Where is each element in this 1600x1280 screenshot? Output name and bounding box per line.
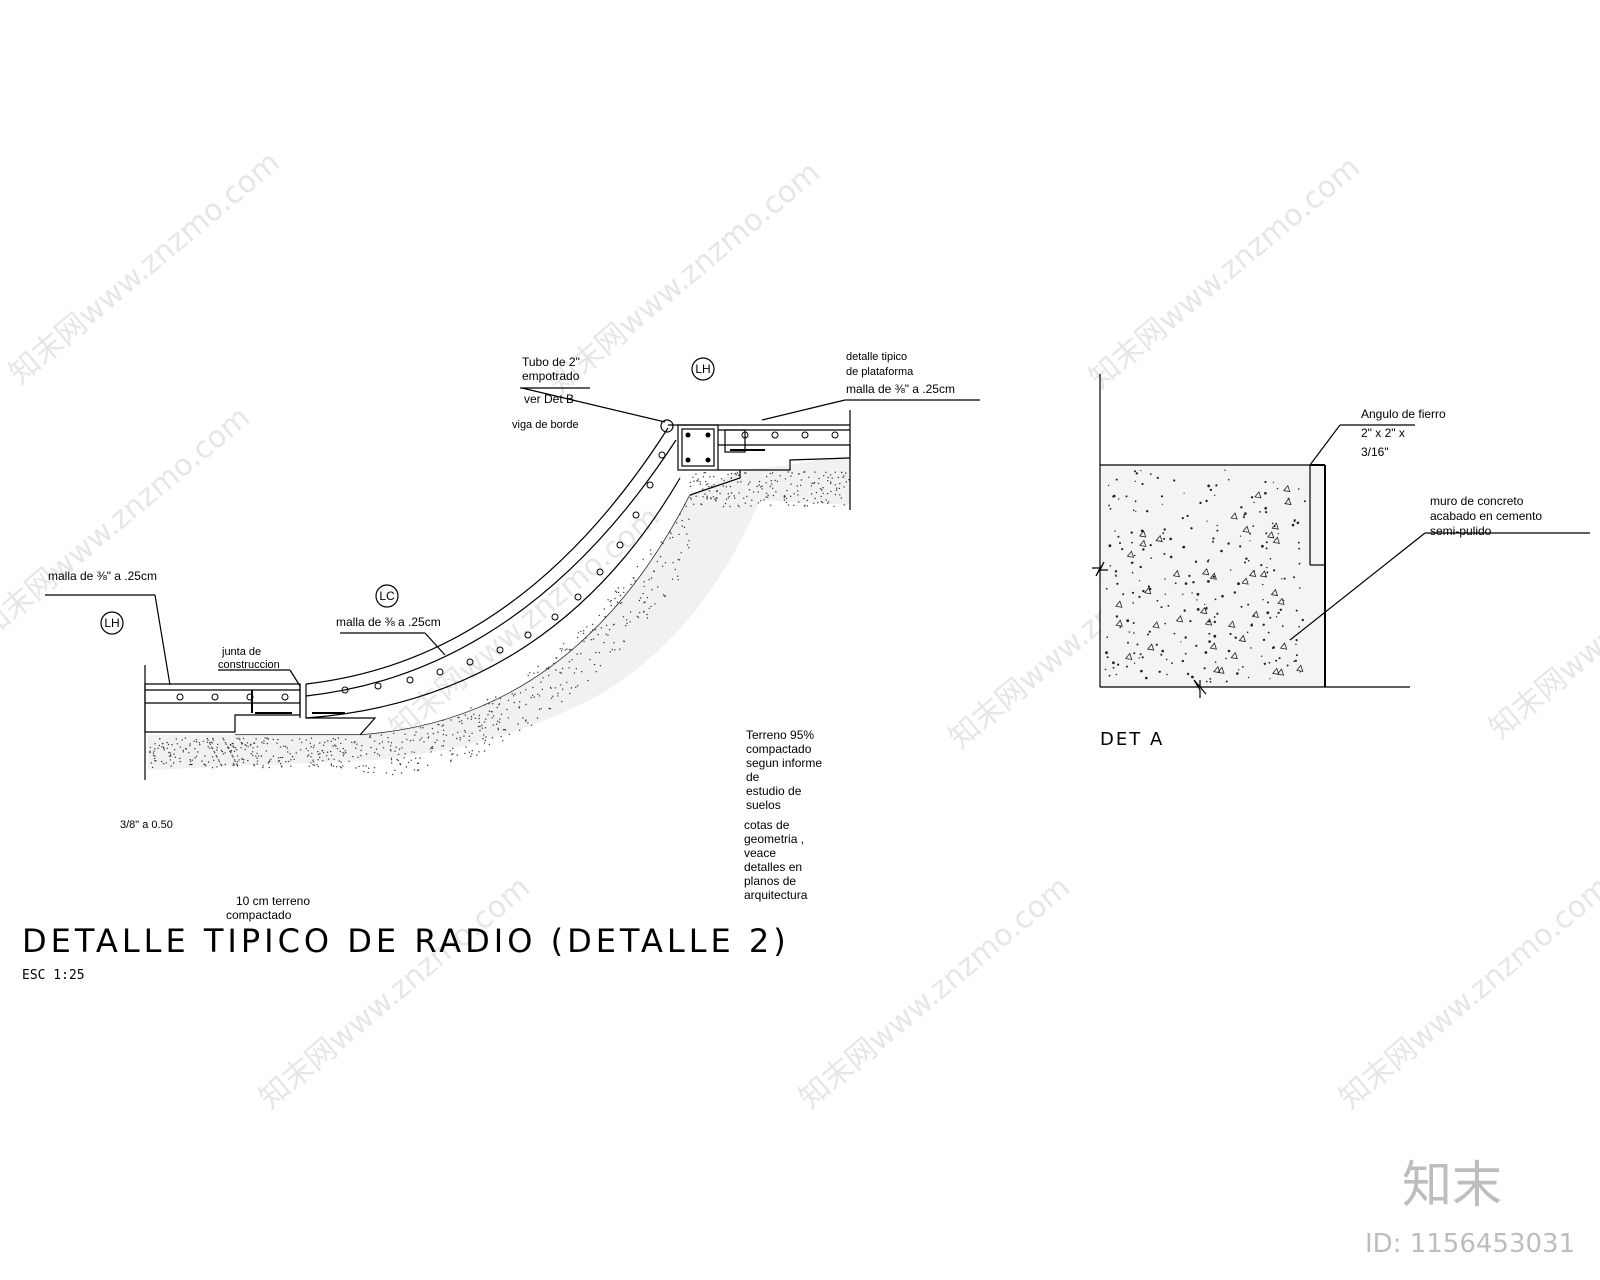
brand-logo: 知末 <box>1402 1156 1502 1214</box>
label-malla-curve: malla de ⅜ a .25cm <box>336 615 441 629</box>
watermark: 知末网www.znzmo.com <box>793 870 1077 1116</box>
brand-id: ID: 1156453031 <box>1365 1229 1575 1259</box>
label-junta-2: construccion <box>218 659 280 671</box>
label-cotas-3: detalles en <box>744 860 802 874</box>
drawing-scale: ESC 1:25 <box>22 968 85 983</box>
label-terreno10-1: 10 cm terreno <box>236 894 310 908</box>
label-rebar: 3/8" a 0.50 <box>120 819 173 831</box>
label-terreno95-4: estudio de <box>746 784 802 798</box>
label-terreno95-2: segun informe <box>746 756 822 770</box>
label-terreno95-1: compactado <box>746 742 812 756</box>
det-a-angulo-0: Angulo de fierro <box>1361 407 1446 421</box>
label-cotas-1: geometria , <box>744 832 804 846</box>
leaders <box>45 387 980 687</box>
label-tubo-1: Tubo de 2" <box>522 355 580 369</box>
tag-lc: LC <box>379 589 395 603</box>
watermark: 知末网www.znzmo.com <box>543 155 827 401</box>
label-plat-1: detalle tipico <box>846 351 907 363</box>
soil-stipple <box>149 471 850 776</box>
watermark: 知末网www.znzmo.com <box>1083 150 1367 396</box>
det-a: Angulo de fierro 2" x 2" x 3/16" muro de… <box>1092 374 1590 750</box>
label-malla-top: malla de ⅜" a .25cm <box>846 382 955 396</box>
annotations: Tubo de 2" empotrado ver Det B viga de b… <box>48 351 955 922</box>
label-cotas-5: arquitectura <box>744 888 808 902</box>
tag-lh-top: LH <box>695 362 710 376</box>
tag-lh-left: LH <box>104 616 119 630</box>
label-viga: viga de borde <box>512 419 579 431</box>
det-a-muro-1: acabado en cemento <box>1430 509 1542 523</box>
label-terreno10-2: compactado <box>226 908 292 922</box>
label-plat-2: de plataforma <box>846 366 914 378</box>
watermark: 知末网www.znzmo.com <box>1333 870 1600 1116</box>
label-terreno95-3: de <box>746 770 760 784</box>
label-tubo-2: empotrado <box>522 369 580 383</box>
label-cotas-2: veace <box>744 846 776 860</box>
watermark: 知末网www.znzmo.com <box>0 400 257 646</box>
section-tags: LH LC LH <box>100 357 715 635</box>
label-junta-1: junta de <box>221 646 261 658</box>
watermark-layer: 知末网www.znzmo.com 知末网www.znzmo.com 知末网www… <box>0 145 1600 1116</box>
det-a-angulo-2: 3/16" <box>1361 445 1389 459</box>
watermark: 知末网www.znzmo.com <box>1483 500 1600 746</box>
label-cotas-4: planos de <box>744 874 796 888</box>
label-terreno95-0: Terreno 95% <box>746 728 814 742</box>
det-a-muro-0: muro de concreto <box>1430 494 1524 508</box>
watermark: 知末网www.znzmo.com <box>3 145 287 391</box>
label-terreno95-5: suelos <box>746 798 781 812</box>
concrete-stipple <box>1104 469 1306 683</box>
det-a-muro-2: semi-pulido <box>1430 524 1492 538</box>
radius-section <box>144 410 851 780</box>
det-a-angulo-1: 2" x 2" x <box>1361 426 1405 440</box>
drawing-title: DETALLE TIPICO DE RADIO (DETALLE 2) <box>22 922 790 960</box>
det-a-title: DET A <box>1100 729 1164 750</box>
label-malla-left: malla de ⅜" a .25cm <box>48 569 157 583</box>
label-cotas-0: cotas de <box>744 818 790 832</box>
label-tubo-3: ver Det B <box>524 392 574 406</box>
